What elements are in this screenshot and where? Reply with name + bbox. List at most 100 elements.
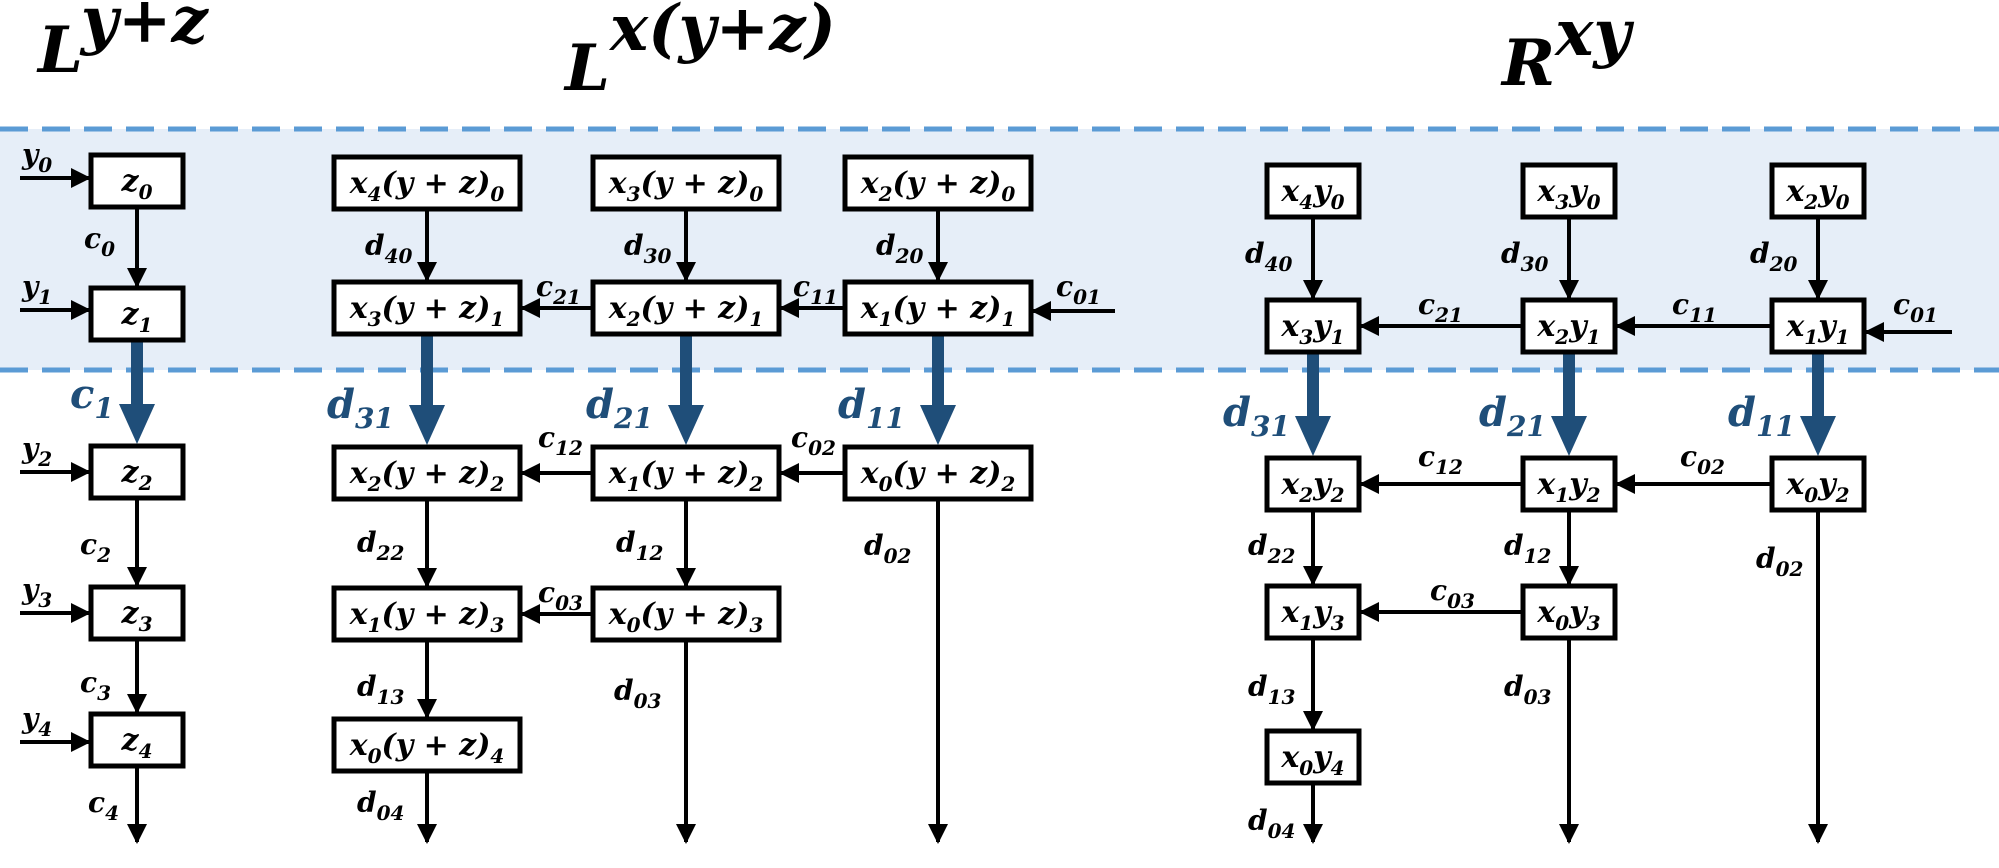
middle-node-m03-box (590, 585, 782, 643)
middle-edge-d11-shaft (932, 334, 944, 407)
middle-node-m12-term: (y + z) (641, 456, 750, 491)
right-node-r02-var-sub: 0 (1804, 483, 1818, 507)
middle-node-m04-var-sub: 0 (368, 744, 382, 768)
middle-node-m13-term-sub: 3 (490, 613, 504, 637)
middle-edge-label-c11-sub: 11 (810, 285, 838, 309)
middle-node-m30: x3(y + z)0 (590, 154, 782, 212)
middle-edge-label-c02: c02 (791, 421, 836, 460)
right-node-r21-var: x (1536, 309, 1556, 344)
middle-node-m31-label: x3(y + z)1 (349, 291, 505, 331)
right-edge-label-d11-sub: 11 (1756, 410, 1795, 443)
middle-node-m40-label: x4(y + z)0 (349, 166, 505, 206)
middle-edge-label-d20-sub: 20 (895, 244, 924, 268)
left-node-z0-var: z (121, 164, 140, 199)
right-edge-label-d13: d13 (1248, 670, 1295, 709)
middle-edge-label-c03-base: c (538, 576, 555, 609)
middle-node-m22-var-sub: 2 (367, 472, 382, 496)
right-node-r02: x0y2 (1769, 455, 1867, 513)
right-node-r31-label: x3y1 (1280, 309, 1344, 349)
right-node-r04-label: x0y4 (1280, 740, 1344, 780)
right-edge-d31-shaft (1307, 352, 1319, 418)
middle-node-m40: x4(y + z)0 (331, 154, 523, 212)
left-node-z3-var-sub: 3 (139, 612, 153, 636)
middle-node-m13-var-sub: 1 (368, 613, 382, 637)
left-node-z0: z0 (88, 152, 186, 210)
left-input-label-y1: y1 (21, 270, 52, 309)
middle-node-m40-term-sub: 0 (490, 182, 504, 206)
right-node-r21-term: y (1568, 309, 1589, 344)
right-node-r31: x3y1 (1264, 297, 1362, 355)
right-edge-label-c01: c01 (1893, 288, 1938, 327)
right-node-r22-term: y (1312, 467, 1333, 502)
right-edge-d31 (1295, 352, 1331, 456)
left-input-label-y2-sub: 2 (37, 447, 52, 471)
left-input-label-y3: y3 (21, 573, 52, 612)
right-edge-label-d31-sub: 31 (1251, 410, 1290, 443)
right-node-r13-label: x1y3 (1280, 595, 1344, 635)
middle-edge-label-d20-base: d (876, 229, 896, 262)
right-edge-label-d04-base: d (1248, 804, 1268, 837)
right-node-r40-box (1264, 162, 1362, 220)
right-edge-label-c03-sub: 03 (1447, 589, 1475, 613)
middle-edge-label-c01-sub: 01 (1073, 285, 1101, 309)
middle-node-m04: x0(y + z)4 (331, 716, 523, 774)
right-edge-label-d22-sub: 22 (1267, 544, 1296, 568)
middle-node-m12-box (590, 444, 782, 502)
right-node-r20-term: y (1817, 174, 1838, 209)
middle-node-m03-term: (y + z) (641, 597, 750, 632)
left-edge-label-c2-base: c (80, 528, 97, 561)
title-middle-base: L (563, 31, 610, 106)
right-node-r03-term: y (1568, 595, 1589, 630)
right-edge-label-d12-sub: 12 (1524, 544, 1552, 568)
middle-node-m04-label: x0(y + z)4 (349, 728, 505, 768)
left-input-label-y2: y2 (21, 432, 52, 471)
right-node-r04-var-sub: 0 (1299, 756, 1313, 780)
middle-node-m11-var: x (860, 291, 880, 326)
middle-edge-label-c21-base: c (536, 270, 553, 303)
middle-node-m03-term-sub: 3 (749, 613, 763, 637)
middle-edge-label-d22: d22 (357, 526, 404, 565)
right-node-r20-var: x (1785, 174, 1805, 209)
left-node-z1: z1 (88, 285, 186, 343)
middle-edge-label-d12: d12 (616, 526, 663, 565)
left-input-label-y4: y4 (21, 702, 52, 741)
middle-edge-label-d21: d21 (586, 381, 653, 435)
middle-node-m20-var: x (860, 166, 880, 201)
middle-edge-label-c01: c01 (1056, 270, 1101, 309)
middle-node-m40-term: (y + z) (382, 166, 491, 201)
right-node-r03-var: x (1536, 595, 1556, 630)
middle-node-m11-label: x1(y + z)1 (860, 291, 1016, 331)
middle-edge-label-d11-sub: 11 (866, 402, 905, 435)
middle-node-m13-label: x1(y + z)3 (349, 597, 505, 637)
middle-node-m22: x2(y + z)2 (331, 444, 523, 502)
left-edge-label-c0-base: c (84, 222, 101, 255)
right-edge-label-d11: d11 (1728, 389, 1795, 443)
left-edge-label-c2-sub: 2 (96, 543, 111, 567)
left-node-z1-var: z (121, 297, 140, 332)
middle-node-m03-var: x (608, 597, 628, 632)
middle-node-m21-var-sub: 2 (626, 307, 641, 331)
middle-edge-d11-head (920, 405, 956, 445)
middle-node-m02-term: (y + z) (893, 456, 1002, 491)
right-node-r11-label: x1y1 (1785, 309, 1849, 349)
right-edge-label-c01-base: c (1893, 288, 1910, 321)
right-edge-label-c03-base: c (1430, 574, 1447, 607)
middle-node-m02-box (842, 444, 1034, 502)
left-edge-label-c3-base: c (80, 666, 97, 699)
left-edge-c1 (119, 340, 155, 444)
middle-node-m22-var: x (349, 456, 369, 491)
middle-edge-label-d03-base: d (614, 674, 634, 707)
middle-node-m12-label: x1(y + z)2 (608, 456, 764, 496)
middle-edge-d21 (668, 334, 704, 445)
right-node-r12-var: x (1536, 467, 1556, 502)
right-node-r04-var: x (1280, 740, 1300, 775)
middle-edge-label-d30-sub: 30 (644, 244, 672, 268)
right-edge-label-d02-base: d (1756, 542, 1776, 575)
middle-node-m21-term-sub: 1 (749, 307, 763, 331)
middle-edge-label-c03-sub: 03 (555, 591, 583, 615)
left-input-label-y0-base: y (21, 138, 40, 171)
left-input-label-y0: y0 (21, 138, 52, 177)
left-node-z0-var-sub: 0 (139, 180, 153, 204)
